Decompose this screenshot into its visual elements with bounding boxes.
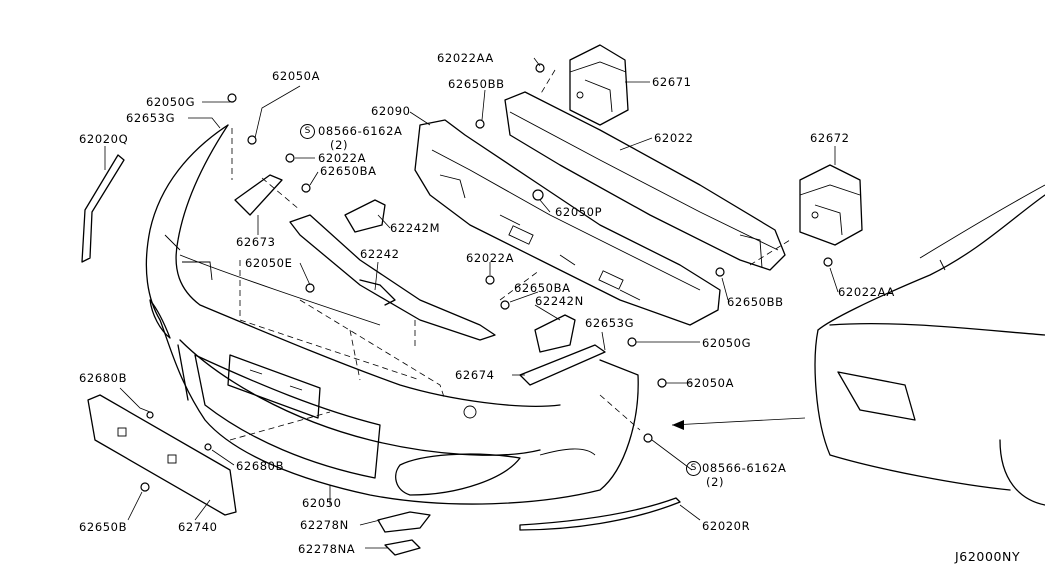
label-62242N: 62242N [535,294,584,308]
license-bracket [87,394,237,516]
label-62674: 62674 [455,368,495,382]
label-62653G-mid: 62653G [585,316,635,330]
molding-62020R [519,497,681,531]
bumper-reinforcement [504,91,786,271]
side-bracket-62242M [344,199,386,233]
diagram-code: J62000NY [955,549,1021,564]
label-62680B-mid: 62680B [236,459,285,473]
label-62022A-top: 62022A [318,151,367,165]
label-62653G-top: 62653G [126,111,176,125]
label-62242: 62242 [360,247,400,261]
fog-cover-62278N [377,511,431,533]
label-62022: 62022 [654,131,694,145]
label-62650B: 62650B [79,520,128,534]
label-62673: 62673 [236,235,276,249]
retainer-62673 [234,174,283,216]
label-62022AA-top: 62022AA [437,51,494,65]
label-62278NA: 62278NA [298,542,356,556]
energy-absorber [414,119,721,326]
label-62650BB-right: 62650BB [727,295,784,309]
upper-bracket [289,214,496,341]
label-62050G-top: 62050G [146,95,196,109]
label-62090: 62090 [371,104,411,118]
fasteners [140,63,833,492]
label-62050A-top: 62050A [272,69,321,83]
label-62050: 62050 [302,496,342,510]
label-08566-top: 08566-6162A [318,124,403,138]
label-08566-bottom-qty: (2) [706,475,725,489]
bracket-62671 [569,44,629,126]
label-62050E: 62050E [245,256,293,270]
label-62050G-mid: 62050G [702,336,752,350]
screw-symbol-top: S [300,124,315,139]
label-62020R: 62020R [702,519,751,533]
label-62050A-mid: 62050A [686,376,735,390]
label-62050P: 62050P [555,205,603,219]
label-62022AA-right: 62022AA [838,285,895,299]
label-62740: 62740 [178,520,218,534]
retainer-62674 [519,344,606,386]
label-62022A-mid: 62022A [466,251,515,265]
label-62278N: 62278N [300,518,349,532]
label-62242M: 62242M [390,221,441,235]
label-08566-bottom: 08566-6162A [702,461,787,475]
vehicle-outline [814,184,1045,506]
molding-62020Q [81,154,125,263]
label-62650BA-top: 62650BA [320,164,377,178]
leader-lines [104,57,839,549]
bracket-62672 [799,164,863,246]
fog-cover-62278NA [384,539,421,556]
front-bumper-fascia [145,124,639,505]
label-08566-top-qty: (2) [330,138,349,152]
label-62650BA-mid: 62650BA [514,281,571,295]
label-62672: 62672 [810,131,850,145]
label-62020Q: 62020Q [79,132,129,146]
assembly-lines [229,69,791,441]
label-62671: 62671 [652,75,692,89]
label-62680B-left: 62680B [79,371,128,385]
side-bracket-62242N [534,314,576,353]
screw-symbol-bottom: S [686,461,701,476]
label-62650BB-top: 62650BB [448,77,505,91]
